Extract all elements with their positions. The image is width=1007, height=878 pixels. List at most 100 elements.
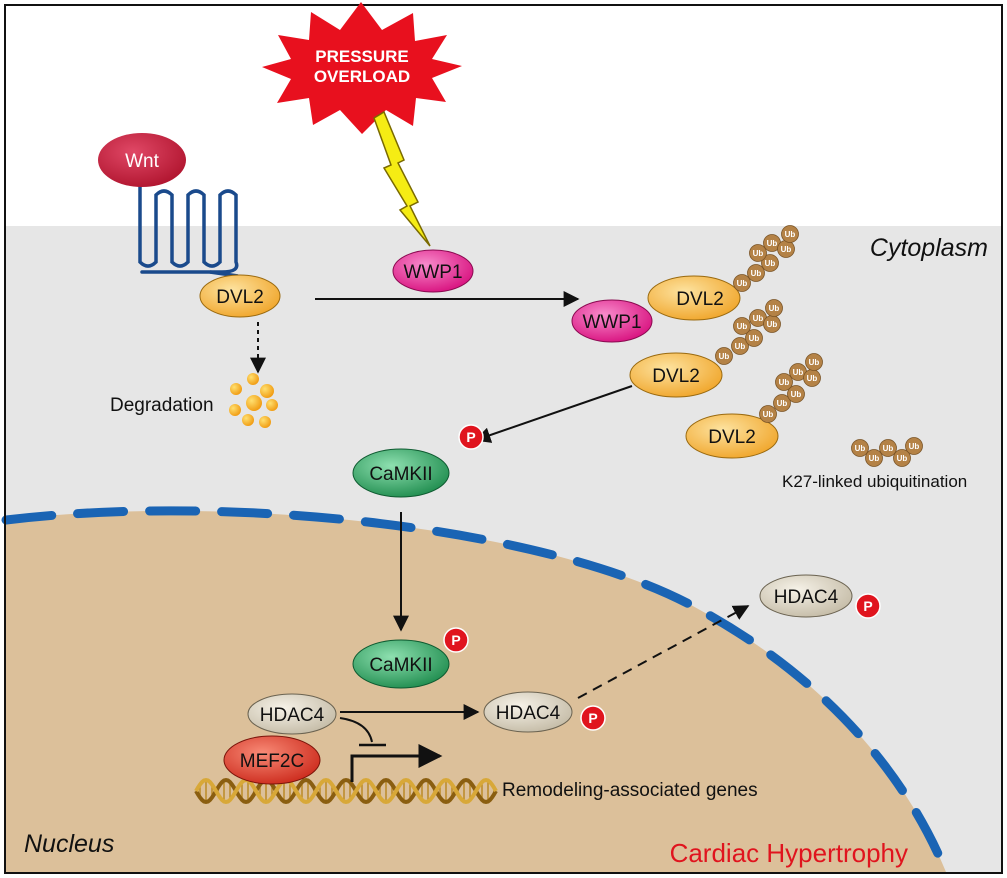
- phospho-mark-label: P: [863, 598, 872, 614]
- hdac4-cytoplasm-label: HDAC4: [774, 587, 839, 608]
- ubiquitin-bead-label: Ub: [791, 390, 802, 399]
- hdac4-phospho-nucleus-label: HDAC4: [496, 703, 561, 724]
- ubiquitin-bead: [749, 244, 767, 262]
- phospho-mark-label: P: [466, 429, 475, 445]
- ubiquitin-bead: [733, 274, 751, 292]
- hdac4-bound: [247, 693, 337, 735]
- hdac4-phospho-nucleus: [483, 691, 573, 733]
- ubiquitin-bead: [761, 254, 779, 272]
- nuclear-envelope: [1, 506, 951, 877]
- ubiquitin-bead-label: Ub: [737, 322, 748, 331]
- ubiquitin-bead: [759, 405, 777, 423]
- camkii-nucleus: [352, 639, 450, 689]
- ubiquitin-bead: [765, 299, 783, 317]
- dvl2-membrane-label: DVL2: [216, 287, 264, 308]
- wwp1-complex-label: WWP1: [582, 312, 641, 333]
- ubiquitin-bead-label: Ub: [883, 444, 894, 453]
- ubiquitin-bead-label: Ub: [779, 378, 790, 387]
- transcription-start-arrow: [350, 744, 443, 782]
- camkii-activation-arrow: [474, 385, 633, 443]
- ubiquitin-bead-label: Ub: [855, 444, 866, 453]
- frizzled-receptor: [138, 173, 239, 274]
- dvl2-ubiquitinated-2: [685, 413, 779, 459]
- pressure-overload-line-2: OVERLOAD: [314, 67, 410, 86]
- ubiquitin-bead: [781, 225, 799, 243]
- ubiquitin-bead: [865, 449, 883, 467]
- ubiquitin-bead-label: Ub: [737, 279, 748, 288]
- ubiquitin-bead: [805, 353, 823, 371]
- ubiquitin-bead: [773, 394, 791, 412]
- ubiquitin-bead-label: Ub: [909, 442, 920, 451]
- hdac4-export-arrow: [577, 605, 750, 699]
- phospho-mark: [580, 705, 606, 731]
- nucleus-label: Nucleus: [24, 830, 114, 858]
- ubiquitin-bead-label: Ub: [897, 454, 908, 463]
- hdac4-cytoplasm: [759, 574, 853, 618]
- ubiquitin-bead-label: Ub: [767, 239, 778, 248]
- camkii-nucleus-label: CaMKII: [369, 655, 432, 676]
- ubiquitin-bead: [879, 439, 897, 457]
- dvl2-complex-label: DVL2: [676, 289, 724, 310]
- dvl2-membrane: [199, 274, 281, 318]
- wnt-label: Wnt: [125, 151, 160, 172]
- ubiquitin-bead-label: Ub: [751, 269, 762, 278]
- ubiquitin-bead: [715, 347, 733, 365]
- phospho-mark: [458, 424, 484, 450]
- dvl2-complex: [647, 275, 741, 321]
- pressure-overload-line-1: PRESSURE: [315, 47, 409, 66]
- genes-label: Remodeling-associated genes: [502, 780, 758, 801]
- phospho-mark-label: P: [451, 632, 460, 648]
- ubiquitin-bead-label: Ub: [735, 342, 746, 351]
- ubiquitin-bead-label: Ub: [763, 410, 774, 419]
- ubiquitin-bead-label: Ub: [869, 454, 880, 463]
- ubiquitin-bead: [893, 449, 911, 467]
- ubiquitin-bead: [731, 337, 749, 355]
- ubiquitin-bead-label: Ub: [785, 230, 796, 239]
- wwp1-free-label: WWP1: [403, 262, 462, 283]
- dvl2-ubiquitinated-2-label: DVL2: [708, 427, 756, 448]
- ubiquitin-bead-label: Ub: [807, 374, 818, 383]
- ubiquitin-bead: [851, 439, 869, 457]
- ubiquitin-bead-label: Ub: [777, 399, 788, 408]
- mef2c: [223, 735, 321, 785]
- ubiquitin-bead-label: Ub: [749, 334, 760, 343]
- dna-strand: [194, 777, 498, 805]
- camkii-cytoplasm: [352, 448, 450, 498]
- ubiquitin-bead-label: Ub: [719, 352, 730, 361]
- ubiquitin-chains: UbUbUbUbUbUbUbUbUbUbUbUbUbUbUbUbUbUbUbUb…: [715, 225, 923, 467]
- phospho-mark-label: P: [588, 710, 597, 726]
- ubiquitin-bead: [745, 329, 763, 347]
- ubiquitin-bead-label: Ub: [753, 314, 764, 323]
- ubiquitin-bead: [747, 264, 765, 282]
- ubiquitin-bead-label: Ub: [793, 368, 804, 377]
- hdac4-bound-label: HDAC4: [260, 705, 325, 726]
- ubiquitin-bead: [733, 317, 751, 335]
- wwp1-complex: [571, 299, 653, 343]
- ubiquitin-bead: [905, 437, 923, 455]
- figure-border: [4, 4, 1003, 874]
- ubiquitin-bead-label: Ub: [769, 304, 780, 313]
- ubiquitin-bead-label: Ub: [781, 245, 792, 254]
- cytoplasm-label: Cytoplasm: [870, 234, 988, 262]
- cardiac-hypertrophy-label: Cardiac Hypertrophy: [670, 838, 908, 868]
- ubiquitin-bead-label: Ub: [809, 358, 820, 367]
- camkii-cytoplasm-label: CaMKII: [369, 464, 432, 485]
- pressure-starburst: [262, 2, 462, 134]
- dvl2-ubiquitinated-1-label: DVL2: [652, 366, 700, 387]
- wnt-ligand: [98, 133, 186, 187]
- mef2c-label: MEF2C: [240, 751, 304, 772]
- degradation-fragments: [229, 373, 278, 428]
- phospho-marks: P P P P: [443, 424, 881, 731]
- ubiquitin-bead: [775, 373, 793, 391]
- dvl2-ubiquitinated-1: [629, 352, 723, 398]
- ubiquitin-bead: [787, 385, 805, 403]
- hdac4-inhibition: [339, 717, 373, 743]
- wwp1-free: [392, 249, 474, 293]
- degradation-label: Degradation: [110, 395, 214, 416]
- ubiquitin-bead-label: Ub: [765, 259, 776, 268]
- phospho-mark: [443, 627, 469, 653]
- ubiquitin-bead-label: Ub: [767, 320, 778, 329]
- phospho-mark: [855, 593, 881, 619]
- k27-label: K27-linked ubiquitination: [782, 472, 967, 491]
